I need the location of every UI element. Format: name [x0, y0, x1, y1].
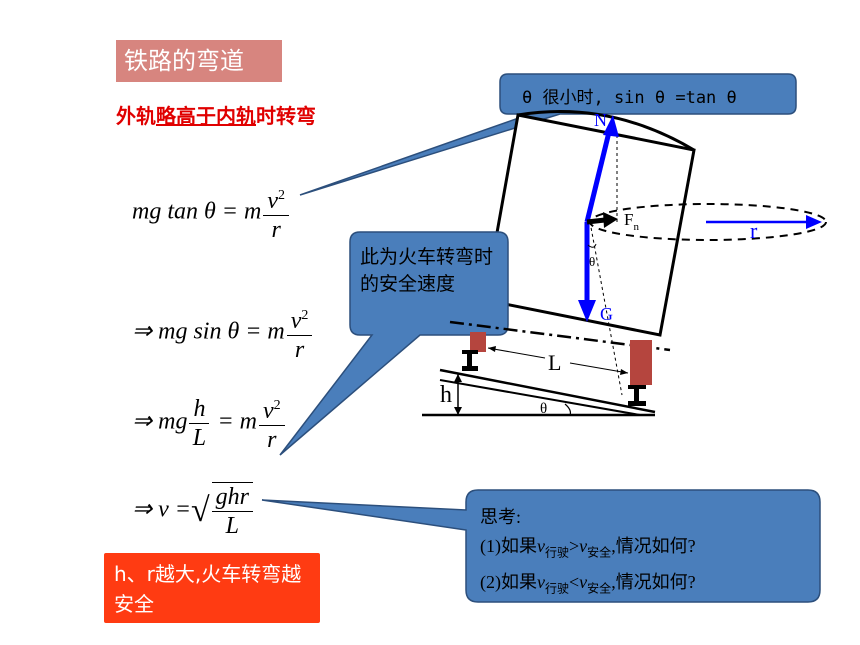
- subtitle-part1: 外轨: [116, 104, 156, 128]
- subtitle-part2: 略高于内轨: [156, 104, 256, 128]
- track: [422, 368, 656, 417]
- label-theta-track: θ: [540, 401, 547, 417]
- red-note: h、r越大,火车转弯越安全: [104, 553, 320, 623]
- subtitle-part3: 时转弯: [256, 104, 316, 128]
- label-g: G: [600, 304, 613, 324]
- axle-line: [449, 320, 671, 352]
- slide-title: 铁路的弯道: [116, 40, 282, 82]
- label-n: N: [594, 110, 607, 130]
- radius-arrow: [706, 215, 822, 229]
- safe-callout-shape: [279, 231, 509, 456]
- inner-rail: [462, 332, 486, 371]
- theta-arc-small: [587, 243, 597, 248]
- center-dashed-line: [589, 221, 623, 396]
- think-question-2: (2)如果v行驶<v安全,情况如何?: [480, 571, 696, 596]
- centripetal-force-arrow: [586, 212, 618, 228]
- label-theta-car: θ: [589, 254, 595, 269]
- think-callout-shape: [261, 489, 821, 603]
- slide-subtitle: 外轨略高于内轨时转弯: [116, 100, 316, 129]
- safe-callout-text: 此为火车转弯时的安全速度: [360, 246, 494, 295]
- outer-rail: [628, 340, 652, 406]
- label-fn: Fn: [624, 210, 639, 233]
- think-title: 思考:: [480, 507, 522, 527]
- top-callout-shape: [299, 73, 797, 196]
- label-h: h: [440, 382, 452, 408]
- think-question-1: (1)如果v行驶>v安全,情况如何?: [480, 536, 696, 560]
- label-l: L: [548, 350, 561, 375]
- top-callout-text: θ 很小时, sin θ =tan θ: [522, 88, 737, 108]
- gravity-arrow: [578, 222, 596, 322]
- length-dimension: [487, 346, 629, 375]
- think-callout-text: 思考: (1)如果v行驶>v安全,情况如何? (2)如果v行驶<v安全,情况如何…: [480, 503, 810, 603]
- normal-force-arrow: [584, 115, 619, 223]
- label-r: r: [750, 218, 758, 243]
